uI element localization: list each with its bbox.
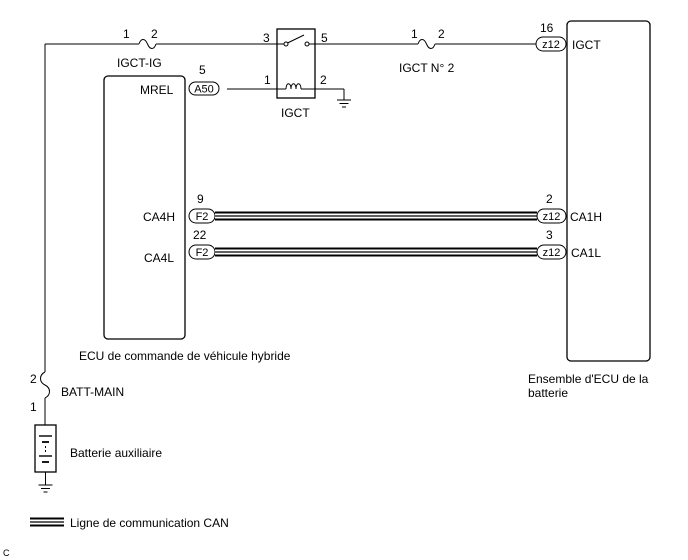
connector-f2-ca4l-pin: 22 (193, 228, 207, 242)
aux-battery-body (34, 424, 57, 473)
legend: Ligne de communication CAN (30, 516, 229, 530)
relay-label: IGCT (281, 106, 310, 120)
connector-z12-ca1h: z12 2 (536, 192, 567, 224)
connector-f2-ca4h-label: F2 (196, 211, 209, 223)
igct-wire: 1 2 IGCT N° 2 (315, 27, 537, 75)
aux-battery-label: Batterie auxiliaire (70, 446, 162, 460)
connector-f2-ca4l-label: F2 (196, 247, 209, 259)
connector-z12-igct-label: z12 (542, 39, 560, 51)
connector-z12-igct-pin: 16 (540, 21, 554, 35)
fuse-igct-n2-label: IGCT N° 2 (399, 61, 455, 75)
fuse-batt-main-pin2: 2 (30, 372, 37, 386)
fuse-igct-ig-pin2: 2 (151, 27, 158, 41)
connector-z12-igct: z12 16 (535, 21, 567, 52)
fuse-igct-ig: 1 2 IGCT-IG (117, 27, 162, 70)
battery-ecu-igct-label: IGCT (572, 38, 601, 52)
legend-can-label: Ligne de communication CAN (70, 516, 229, 530)
fuse-batt-main-label: BATT-MAIN (61, 385, 124, 399)
relay-pin-1: 1 (264, 73, 271, 87)
battery-ecu-label-line1: Ensemble d'ECU de la (528, 372, 649, 386)
relay-pin-2: 2 (320, 73, 327, 87)
hybrid-ecu-ca4h-label: CA4H (143, 210, 175, 224)
hybrid-ecu-mrel-label: MREL (140, 83, 174, 97)
battery-ecu: IGCT CA1H CA1L Ensemble d'ECU de la batt… (528, 20, 651, 400)
connector-z12-ca1h-pin: 2 (546, 192, 553, 206)
fuse-batt-main-pin1: 1 (30, 400, 37, 414)
battery-ecu-label-line2: batterie (528, 386, 568, 400)
battery-ground (38, 472, 53, 493)
fuse-batt-main: 2 1 BATT-MAIN (30, 371, 124, 414)
hybrid-ecu-ca4l-label: CA4L (144, 251, 174, 265)
connector-f2-ca4h-pin: 9 (197, 192, 204, 206)
battery-ecu-ca1h-label: CA1H (570, 210, 602, 224)
connector-a50-label: A50 (194, 84, 214, 96)
footer-code: C (3, 548, 10, 558)
fuse-igct-ig-pin1: 1 (123, 27, 130, 41)
fuse-igct-n2-pin1: 1 (411, 27, 418, 41)
connector-a50: A50 5 (188, 63, 220, 96)
fuse-igct-ig-label: IGCT-IG (117, 56, 162, 70)
relay-ground (315, 88, 351, 108)
relay-igct: 3 5 1 2 IGCT (263, 28, 328, 120)
hybrid-ecu-label: ECU de commande de véhicule hybride (79, 349, 291, 363)
hybrid-ecu-body (103, 75, 186, 340)
relay-pin-5: 5 (321, 31, 328, 45)
battery-ecu-body (566, 20, 651, 362)
connector-f2-ca4l: F2 22 (188, 228, 216, 260)
connector-z12-ca1h-label: z12 (543, 211, 561, 223)
aux-battery: Batterie auxiliaire (34, 424, 162, 473)
battery-ecu-ca1l-label: CA1L (571, 246, 601, 260)
fuse-igct-n2-pin2: 2 (438, 27, 445, 41)
hybrid-ecu: MREL CA4H CA4L ECU de commande de véhicu… (79, 75, 291, 363)
connector-z12-ca1l-pin: 3 (546, 228, 553, 242)
relay-pin-3: 3 (263, 31, 270, 45)
connector-z12-ca1l: z12 3 (536, 228, 567, 260)
connector-a50-pin: 5 (199, 63, 206, 77)
connector-z12-ca1l-label: z12 (543, 247, 561, 259)
connector-f2-ca4h: F2 9 (188, 192, 216, 224)
supply-wire (44, 43, 277, 425)
